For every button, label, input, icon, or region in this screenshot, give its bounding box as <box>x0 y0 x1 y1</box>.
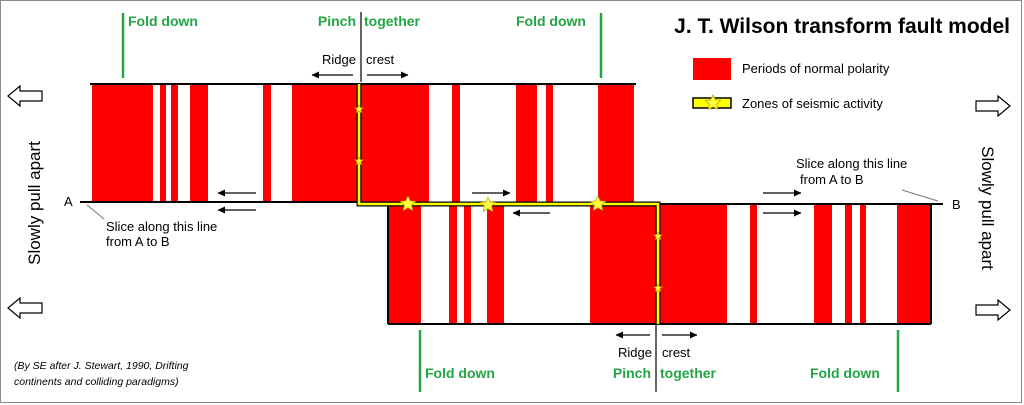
pinch-label-top: Pinch <box>318 13 356 29</box>
diagram-title: J. T. Wilson transform fault model <box>674 15 1010 38</box>
upper-plate-stripes <box>92 84 634 202</box>
legend-star-icon <box>704 94 722 111</box>
star-icon <box>354 156 364 166</box>
pull-apart-label-right: Slowly pull apart <box>978 146 997 270</box>
hollow-arrow-left-icon <box>7 296 43 320</box>
fold-down-label-bottom-right: Fold down <box>810 365 880 381</box>
point-a-label: A <box>64 194 73 209</box>
pinch-label-bottom: Pinch <box>613 365 651 381</box>
star-icon <box>653 231 663 241</box>
star-icon <box>354 104 364 114</box>
star-icon <box>653 283 663 293</box>
slice-note-left-line1: Slice along this line <box>106 219 217 234</box>
together-label-bottom: together <box>660 365 717 381</box>
point-b-label: B <box>952 197 961 212</box>
crest-label-bottom: crest <box>662 345 691 360</box>
slice-note-right-line2: from A to B <box>800 172 864 187</box>
slice-pointer-right <box>901 189 939 202</box>
legend-normal-polarity-label: Periods of normal polarity <box>742 61 890 76</box>
fold-down-label-top-right: Fold down <box>516 13 586 29</box>
fold-down-label-top-left: Fold down <box>128 13 198 29</box>
slice-note-right-line1: Slice along this line <box>796 156 907 171</box>
legend-normal-polarity-swatch <box>693 58 731 80</box>
credit-line1: (By SE after J. Stewart, 1990, Drifting <box>14 360 189 372</box>
legend-seismic-label: Zones of seismic activity <box>742 96 883 111</box>
ridge-label-top: Ridge <box>322 52 356 67</box>
star-icon <box>399 195 417 212</box>
slice-pointer-left <box>86 204 105 220</box>
ridge-label-bottom: Ridge <box>618 345 652 360</box>
crest-label-top: crest <box>366 52 395 67</box>
star-icon <box>479 196 497 213</box>
seismic-stars <box>354 104 663 293</box>
hollow-arrow-left-icon <box>7 84 43 108</box>
pull-apart-label-left: Slowly pull apart <box>25 141 44 265</box>
hollow-arrow-right-icon <box>975 94 1011 118</box>
slice-note-left-line2: from A to B <box>106 234 170 249</box>
credit-line2: continents and colliding paradigms) <box>14 376 179 388</box>
fold-lines <box>121 13 900 392</box>
star-icon <box>589 195 607 212</box>
spreading-arrows <box>217 71 802 339</box>
pull-apart-arrows <box>7 84 1011 322</box>
fold-down-label-bottom-left: Fold down <box>425 365 495 381</box>
hollow-arrow-right-icon <box>975 298 1011 322</box>
together-label-top: together <box>364 13 421 29</box>
